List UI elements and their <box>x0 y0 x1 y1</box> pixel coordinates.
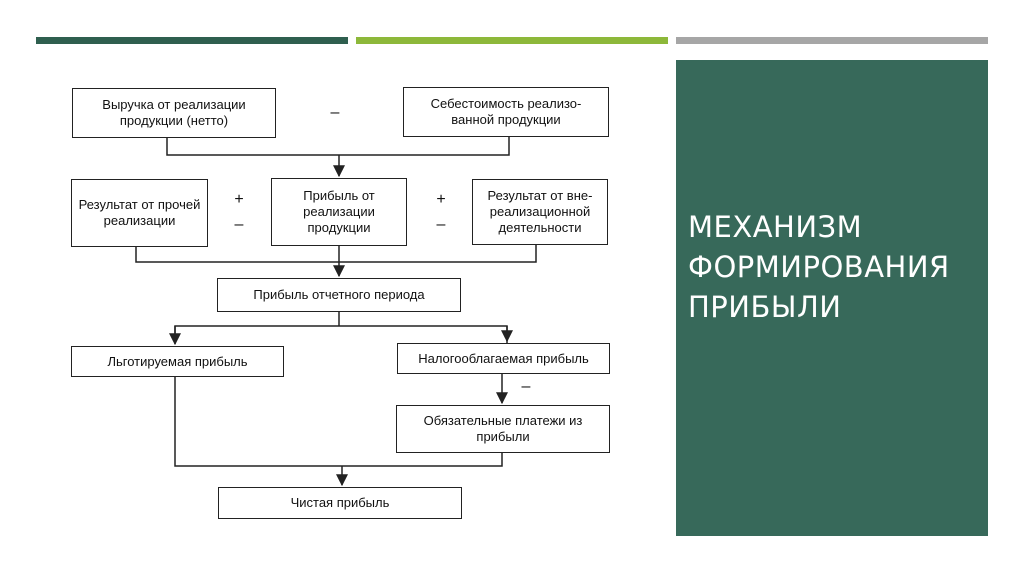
title-panel <box>676 60 988 536</box>
box-mandatory-payments: Обязательные платежи из прибыли <box>396 405 610 453</box>
connector-top-row <box>166 137 510 156</box>
minus-sign: – <box>234 216 244 233</box>
slide-title: МЕХАНИЗМ ФОРМИРОВАНИЯ ПРИБЫЛИ <box>688 210 950 324</box>
minus-sign: – <box>521 378 531 395</box>
connector-bottom <box>174 376 503 467</box>
box-taxable-profit: Налогооблагаемая прибыль <box>397 343 610 374</box>
box-net-profit: Чистая прибыль <box>218 487 462 519</box>
accent-stripe-dark-green <box>36 37 348 44</box>
box-sales-profit: Прибыль от реализации продукции <box>271 178 407 246</box>
plus-sign: + <box>234 191 244 208</box>
minus-sign: – <box>436 216 446 233</box>
box-preferential-profit: Льготируемая прибыль <box>71 346 284 377</box>
accent-stripe-gray <box>676 37 988 44</box>
connector-lines <box>135 137 537 487</box>
box-revenue: Выручка от реализации продукции (нетто) <box>72 88 276 138</box>
accent-stripe-light-green <box>356 37 668 44</box>
minus-sign: – <box>330 104 340 121</box>
connector-split-line <box>174 325 508 343</box>
box-period-profit: Прибыль отчетного периода <box>217 278 461 312</box>
box-nonoperating-result: Результат от вне- реализационной деятель… <box>472 179 608 245</box>
connector-middle-row <box>135 244 537 263</box>
box-cost: Себестоимость реализо- ванной продукции <box>403 87 609 137</box>
box-other-result: Результат от прочей реализации <box>71 179 208 247</box>
plus-sign: + <box>436 191 446 208</box>
